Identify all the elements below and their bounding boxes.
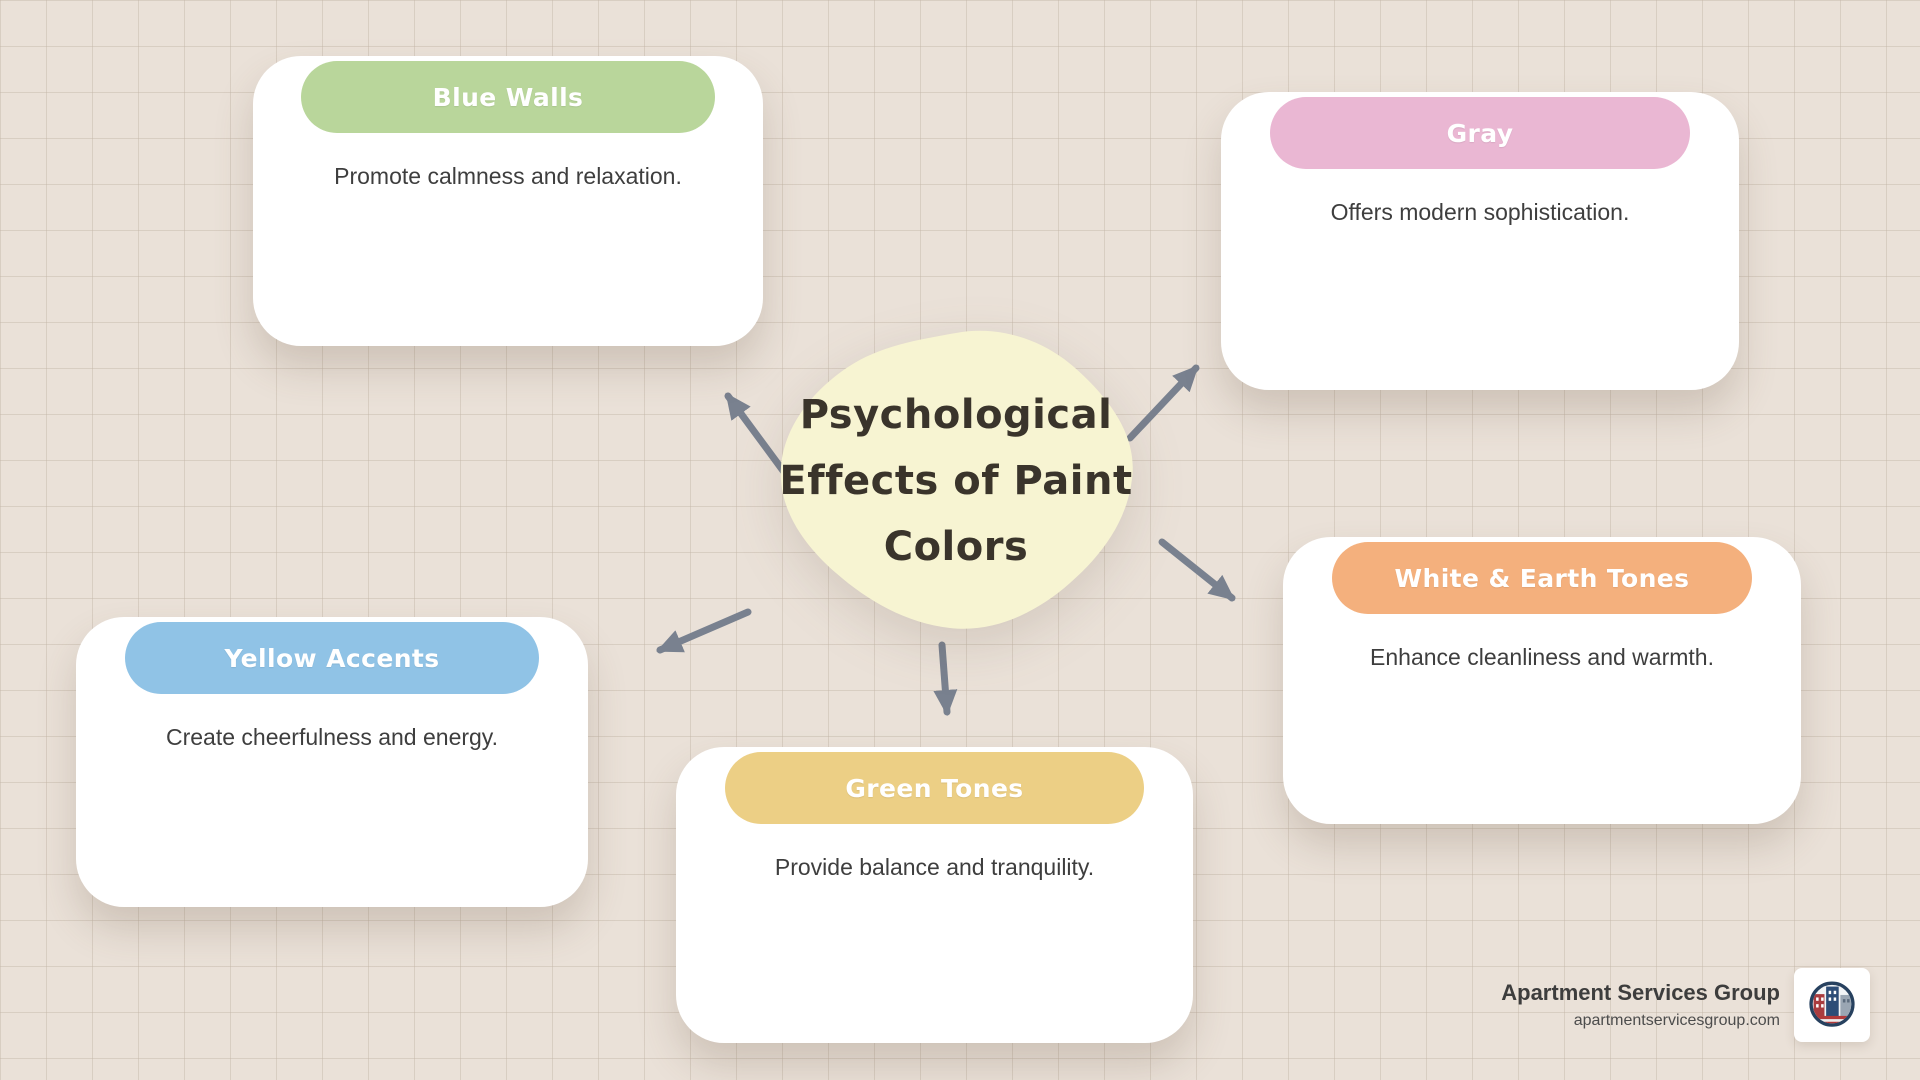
node-description-blue-walls: Promote calmness and relaxation. bbox=[334, 163, 682, 189]
company-logo bbox=[1794, 968, 1870, 1042]
node-description-yellow-accents: Create cheerfulness and energy. bbox=[166, 724, 498, 750]
diagram-title: Psychological Effects of Paint Colors bbox=[766, 325, 1146, 637]
arrow-center-to-green-tones bbox=[933, 641, 958, 716]
node-label-gray: Gray bbox=[1446, 118, 1514, 148]
node-pill-white-earth-tones: White & Earth Tones bbox=[1332, 542, 1752, 614]
brand-text-block: Apartment Services Group apartmentservic… bbox=[1501, 980, 1780, 1030]
blob-path bbox=[780, 330, 1133, 629]
title-line-1: Psychological bbox=[799, 392, 1113, 438]
node-pill-blue-walls: Blue Walls bbox=[301, 61, 715, 133]
node-pill-gray: Gray bbox=[1270, 97, 1690, 169]
title-line-3: Colors bbox=[883, 524, 1029, 570]
node-label-yellow-accents: Yellow Accents bbox=[224, 643, 440, 673]
center-blob-shape bbox=[780, 330, 1133, 629]
node-pill-green-tones: Green Tones bbox=[725, 752, 1144, 824]
arrow-center-to-yellow-accents bbox=[656, 608, 752, 654]
node-card-white-earth-tones: White & Earth Tones Enhance cleanliness … bbox=[1283, 537, 1801, 824]
arrow-center-to-white-earth-tones bbox=[1158, 538, 1236, 602]
title-line-2: Effects of Paint bbox=[779, 458, 1133, 504]
node-description-green-tones: Provide balance and tranquility. bbox=[774, 854, 1095, 880]
node-card-blue-walls: Blue Walls Promote calmness and relaxati… bbox=[253, 56, 763, 346]
brand-footer: Apartment Services Group apartmentservic… bbox=[1501, 968, 1870, 1042]
brand-website: apartmentservicesgroup.com bbox=[1573, 1012, 1780, 1029]
node-card-green-tones: Green Tones Provide balance and tranquil… bbox=[676, 747, 1193, 1043]
node-label-white-earth-tones: White & Earth Tones bbox=[1394, 563, 1690, 593]
node-description-gray: Offers modern sophistication. bbox=[1330, 199, 1630, 225]
node-pill-yellow-accents: Yellow Accents bbox=[124, 622, 540, 694]
node-card-yellow-accents: Yellow Accents Create cheerfulness and e… bbox=[76, 617, 588, 907]
node-description-white-earth-tones: Enhance cleanliness and warmth. bbox=[1370, 644, 1714, 670]
node-label-blue-walls: Blue Walls bbox=[432, 82, 584, 112]
node-label-green-tones: Green Tones bbox=[845, 773, 1024, 803]
brand-name: Apartment Services Group bbox=[1501, 980, 1780, 1005]
apartment-buildings-badge-icon bbox=[1809, 981, 1855, 1027]
node-card-gray: Gray Offers modern sophistication. bbox=[1221, 92, 1739, 390]
center-topic: Psychological Effects of Paint Colors bbox=[766, 325, 1146, 637]
